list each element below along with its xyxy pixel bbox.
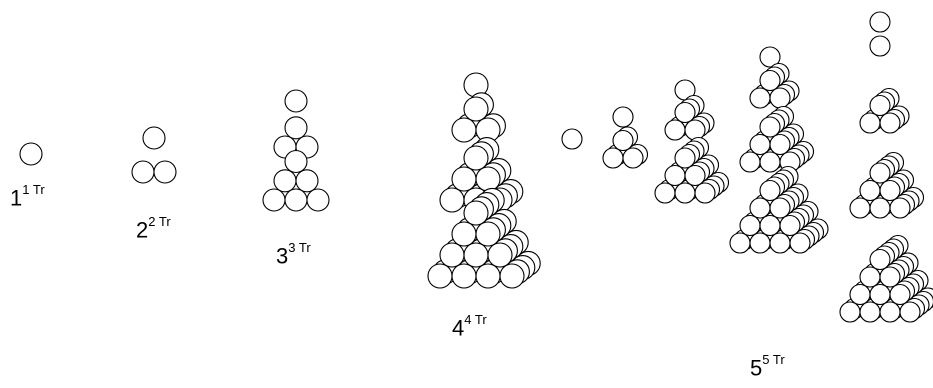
- sphere: [860, 267, 880, 287]
- sphere: [307, 189, 329, 211]
- sphere: [770, 135, 790, 155]
- sphere: [890, 285, 910, 305]
- label-1: 11 Tr: [10, 186, 45, 209]
- sphere: [685, 166, 705, 186]
- sphere: [890, 198, 910, 218]
- sphere: [464, 97, 488, 121]
- sphere: [870, 250, 890, 270]
- sphere: [562, 129, 582, 149]
- label-2: 22 Tr: [136, 218, 171, 241]
- label-3: 33 Tr: [276, 244, 311, 267]
- label-1-base: 1: [10, 185, 22, 210]
- sphere: [285, 151, 307, 173]
- sphere: [476, 264, 500, 288]
- label-3-exp: 3 Tr: [288, 240, 310, 255]
- sphere: [740, 216, 760, 236]
- sphere: [870, 198, 890, 218]
- sphere: [770, 198, 790, 218]
- label-5-base: 5: [750, 355, 762, 380]
- sphere: [760, 117, 780, 137]
- sphere: [870, 12, 890, 32]
- sphere: [740, 152, 760, 172]
- sphere: [285, 90, 307, 112]
- sphere: [770, 88, 790, 108]
- sphere: [603, 148, 623, 168]
- sphere: [790, 233, 810, 253]
- label-1-exp: 1 Tr: [22, 182, 44, 197]
- sphere: [464, 201, 488, 225]
- sphere: [428, 264, 452, 288]
- sphere: [695, 183, 715, 203]
- sphere: [464, 146, 488, 170]
- label-4: 44 Tr: [452, 316, 487, 339]
- sphere: [665, 166, 685, 186]
- sphere: [623, 148, 643, 168]
- sphere: [750, 233, 770, 253]
- sphere: [860, 113, 880, 133]
- sphere: [500, 264, 524, 288]
- sphere: [750, 198, 770, 218]
- sphere: [760, 152, 780, 172]
- sphere: [770, 233, 790, 253]
- sphere: [880, 181, 900, 201]
- sphere: [665, 120, 685, 140]
- sphere: [850, 285, 870, 305]
- label-2-exp: 2 Tr: [148, 214, 170, 229]
- sphere: [440, 188, 464, 212]
- sphere: [476, 222, 500, 246]
- sphere: [476, 167, 500, 191]
- sphere: [870, 285, 890, 305]
- label-4-base: 4: [452, 315, 464, 340]
- sphere: [750, 135, 770, 155]
- sphere: [900, 302, 920, 322]
- sphere: [274, 170, 296, 192]
- sphere: [870, 36, 890, 56]
- sphere: [870, 163, 890, 183]
- sphere: [440, 243, 464, 267]
- sphere: [143, 127, 165, 149]
- label-5-exp: 5 Tr: [762, 352, 784, 367]
- sphere: [860, 181, 880, 201]
- label-4-exp: 4 Tr: [464, 312, 486, 327]
- sphere: [452, 222, 476, 246]
- sphere: [760, 181, 780, 201]
- sphere: [285, 117, 307, 139]
- sphere: [730, 233, 750, 253]
- sphere: [488, 243, 512, 267]
- sphere: [860, 302, 880, 322]
- label-2-base: 2: [136, 217, 148, 242]
- sphere: [850, 198, 870, 218]
- sphere: [780, 216, 800, 236]
- sphere: [464, 243, 488, 267]
- sphere: [675, 183, 695, 203]
- sphere: [880, 267, 900, 287]
- sphere: [296, 170, 318, 192]
- sphere: [452, 264, 476, 288]
- sphere: [685, 120, 705, 140]
- sphere: [452, 118, 476, 142]
- sphere: [675, 103, 695, 123]
- sphere: [20, 143, 42, 165]
- sphere: [613, 107, 633, 127]
- sphere: [132, 161, 154, 183]
- sphere: [840, 302, 860, 322]
- sphere: [750, 88, 770, 108]
- label-3-base: 3: [276, 243, 288, 268]
- sphere: [655, 183, 675, 203]
- sphere: [285, 189, 307, 211]
- sphere: [452, 167, 476, 191]
- sphere: [675, 148, 695, 168]
- sphere: [263, 189, 285, 211]
- sphere: [880, 302, 900, 322]
- sphere: [760, 71, 780, 91]
- sphere: [870, 96, 890, 116]
- label-5: 55 Tr: [750, 356, 785, 379]
- sphere: [154, 161, 176, 183]
- sphere: [613, 131, 633, 151]
- sphere: [760, 216, 780, 236]
- sphere: [880, 113, 900, 133]
